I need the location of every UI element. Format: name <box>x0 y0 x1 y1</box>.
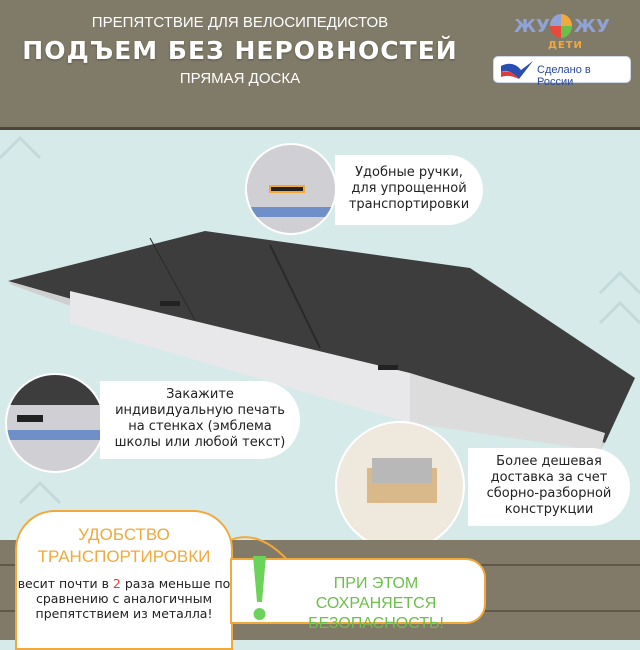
ladybug-icon <box>550 14 572 38</box>
print-closeup-image <box>5 373 105 473</box>
russia-flag-check-icon <box>501 61 533 79</box>
transport-title: УДОБСТВО ТРАНСПОРТИРОВКИ <box>37 525 211 566</box>
handles-callout: Удобные ручки, для упрощенной транспорти… <box>335 155 483 225</box>
header-subtitle-2: ПРЯМАЯ ДОСКА <box>179 70 301 87</box>
safety-text: ПРИ ЭТОМ СОХРАНЯЕТСЯ БЕЗОПАСНОСТЬ! <box>308 575 444 632</box>
ramp-illustration <box>0 135 640 505</box>
header: ПРЕПЯТСТВИЕ ДЛЯ ВЕЛОСИПЕДИСТОВ ПОДЪЕМ БЕ… <box>0 0 640 130</box>
page-title: ПОДЪЕМ БЕЗ НЕРОВНОСТЕЙ <box>22 36 458 65</box>
product-area: Удобные ручки, для упрощенной транспорти… <box>0 133 640 551</box>
transport-text-after: раза меньше по сравнению с аналогичным п… <box>35 576 231 621</box>
transport-text-before: весит почти в <box>17 576 113 591</box>
transport-text: весит почти в 2 раза меньше по сравнению… <box>17 576 231 621</box>
brand-logo: ЖУ ЖУ ДЕТИ <box>512 8 612 53</box>
packed-ramp-image <box>335 421 465 551</box>
made-in-russia-text: Сделано в России <box>537 64 591 88</box>
transport-highlight: 2 <box>112 576 121 591</box>
print-callout: Закажите индивидуальную печать на стенка… <box>100 381 300 459</box>
logo-word: ЖУ <box>514 16 550 37</box>
logo-word: ЖУ <box>574 16 610 37</box>
made-in-russia-badge: Сделано в России <box>493 56 631 88</box>
header-subtitle: ПРЕПЯТСТВИЕ ДЛЯ ВЕЛОСИПЕДИСТОВ <box>91 14 389 31</box>
exclamation-icon <box>253 556 266 620</box>
transport-box: УДОБСТВО ТРАНСПОРТИРОВКИ весит почти в 2… <box>15 510 233 650</box>
handle-closeup-image <box>245 143 337 235</box>
safety-box: ПРИ ЭТОМ СОХРАНЯЕТСЯ БЕЗОПАСНОСТЬ! <box>230 556 486 632</box>
delivery-callout: Более дешевая доставка за счет сборно-ра… <box>468 448 630 526</box>
logo-deti: ДЕТИ <box>548 40 583 51</box>
